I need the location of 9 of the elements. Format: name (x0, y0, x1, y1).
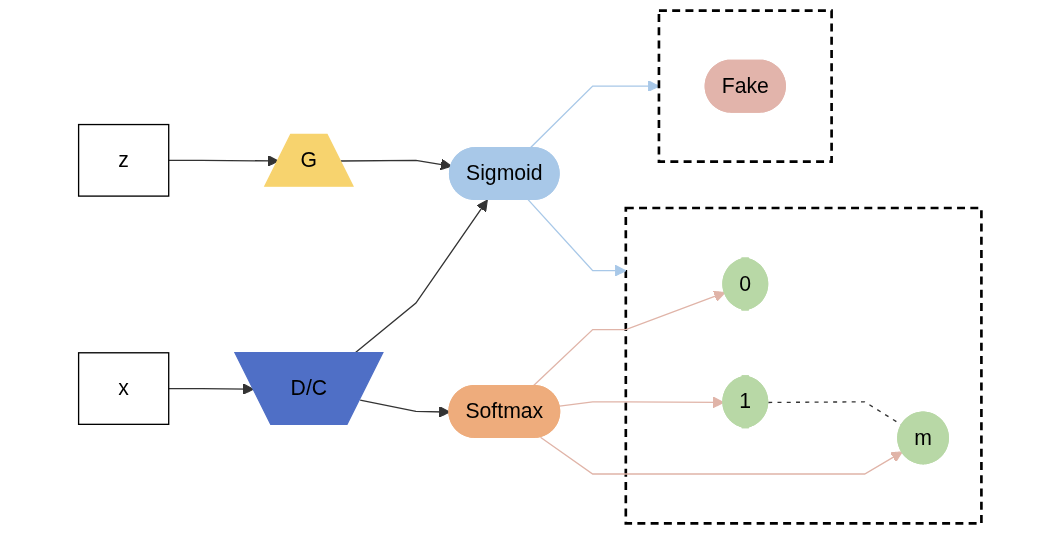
cluster (657, 9, 833, 163)
arrow (532, 290, 726, 387)
node-box: x (77, 352, 170, 425)
arrow (168, 155, 279, 167)
arrow (168, 383, 255, 395)
arrow (539, 436, 903, 475)
node-box: z (77, 123, 170, 197)
cluster (624, 206, 983, 525)
arrow (527, 198, 627, 277)
